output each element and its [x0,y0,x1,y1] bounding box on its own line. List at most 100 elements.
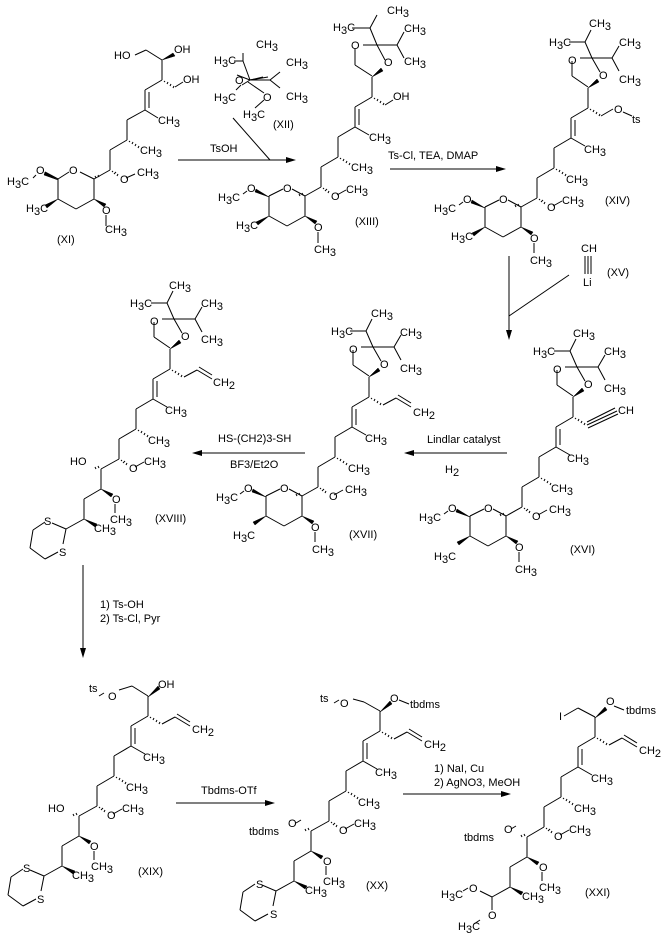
reaction-arrow-XVII-XVIII: HS-(CH2)3-SH BF3/Et2O [192,433,305,471]
atom-O: O [554,831,563,843]
atom-CH3: CH3 [562,195,584,210]
atom-H3C: H3C [233,530,255,545]
reaction-arrow-XX-XXI: 1) NaI, Cu 2) AgNO3, MeOH [403,763,520,797]
reagent-TsOH: TsOH [210,143,238,155]
atom-CH3: CH3 [574,803,596,818]
atom-H3C: H3C [243,109,265,124]
compound-label-XI: (XI) [57,234,75,246]
reagent-nai-cu-step1: 1) NaI, Cu [434,763,484,775]
reagent-tsoh-step1: 1) Ts-OH [100,599,144,611]
atom-CH3: CH3 [569,824,591,839]
atom-S: S [59,547,66,559]
atom-O: O [69,165,78,177]
atom-O: O [553,364,562,376]
atom-I: I [559,711,562,723]
compound-XIII: CH3 H3C CH3 O O CH3 OH CH3 CH3 CH3 O O O… [218,5,426,259]
atom-CH3: CH3 [348,463,370,478]
atom-O: O [339,825,348,837]
atom-O: O [181,331,190,343]
atom-CH3: CH3 [201,334,223,349]
atom-CH2: CH2 [192,724,214,739]
atom-O: O [351,40,360,52]
atom-O: O [499,194,508,206]
atom-O: O [584,379,593,391]
atom-H3C: H3C [441,889,463,904]
atom-O: O [463,194,472,206]
atom-O: O [311,522,320,534]
atom-O: O [504,824,513,836]
compound-XIX: ts O OH CH2 CH3 CH3 CH3 O HO O CH3 CH3 S… [7,679,214,907]
atom-CH3: CH3 [358,797,380,812]
atom-O: O [102,205,111,217]
atom-CH3: CH3 [143,752,165,767]
atom-CH3: CH3 [365,433,387,448]
atom-H3C: H3C [533,346,555,361]
atom-CH3: CH3 [305,885,327,900]
atom-CH3: CH3 [515,564,537,579]
atom-HO: HO [48,803,65,815]
compound-XV: CH Li (XV) [581,243,629,289]
atom-O: O [263,92,272,104]
atom-CH3: CH3 [94,523,116,538]
atom-CH3: CH3 [110,514,132,529]
reagent-dithiol: HS-(CH2)3-SH [218,433,291,445]
reagent-tscl-pyr-step2: 2) Ts-Cl, Pyr [100,613,161,625]
atom-HO: HO [114,50,131,62]
atom-CH3: CH3 [619,74,641,89]
atom-O: O [547,202,556,214]
atom-O: O [329,491,338,503]
atom-H3C: H3C [434,203,456,218]
atom-O: O [599,70,608,82]
atom-O: O [469,883,478,895]
atom-CH3: CH3 [619,37,641,52]
atom-O: O [107,810,116,822]
atom-tbdms: tbdms [249,826,279,838]
reagent-H2: H2 [445,464,459,479]
atom-O: O [323,856,332,868]
reaction-arrow-XIX-XX: Tbdms-OTf [176,785,275,806]
atom-CH3: CH3 [169,280,191,295]
atom-H3C: H3C [333,22,355,37]
atom-CH3: CH3 [400,327,422,342]
atom-O: O [384,57,393,69]
atom-H3C: H3C [218,192,240,207]
atom-CH3: CH3 [573,328,595,343]
atom-CH3: CH3 [144,456,166,471]
reaction-arrow-XVIII-XIX: 1) Ts-OH 2) Ts-Cl, Pyr [80,565,161,658]
reagent-lindlar: Lindlar catalyst [427,434,500,446]
atom-O: O [349,344,358,356]
compound-label-XVI: (XVI) [570,544,595,556]
atom-O: O [90,841,99,853]
atom-CH3: CH3 [158,115,180,130]
compound-label-XIX: (XIX) [138,866,163,878]
atom-O: O [484,503,493,515]
atom-H3C: H3C [130,298,152,313]
atom-ts: ts [89,683,98,695]
reagent-tbdms-otf: Tbdms-OTf [201,785,258,797]
atom-CH: CH [618,405,634,417]
atom-CH3: CH3 [345,484,367,499]
atom-H3C: H3C [7,176,29,191]
compound-label-XVIII: (XVIII) [155,513,186,525]
atom-H3C: H3C [216,492,238,507]
reaction-arrow-XVI-XVII: Lindlar catalyst H2 [404,434,507,479]
atom-CH3: CH3 [201,298,223,313]
atom-CH3: CH3 [165,405,187,420]
atom-O: O [112,494,121,506]
atom-H3C: H3C [214,55,236,70]
atom-CH: CH [581,243,597,255]
atom-H3C: H3C [214,92,236,107]
reagent-bf3-et2o: BF3/Et2O [230,459,279,471]
atom-CH3: CH3 [549,504,571,519]
atom-S: S [270,909,277,921]
atom-S: S [37,894,44,906]
atom-S: S [44,516,51,528]
atom-CH3: CH3 [137,167,159,182]
atom-CH3: CH3 [122,803,144,818]
atom-CH3: CH3 [314,244,336,259]
atom-CH3: CH3 [72,870,94,885]
reaction-arrow-XIV-XVI [506,256,570,340]
atom-CH3: CH3 [400,363,422,378]
reagent-agno3-meoh-step2: 2) AgNO3, MeOH [434,777,520,789]
atom-O: O [314,222,323,234]
